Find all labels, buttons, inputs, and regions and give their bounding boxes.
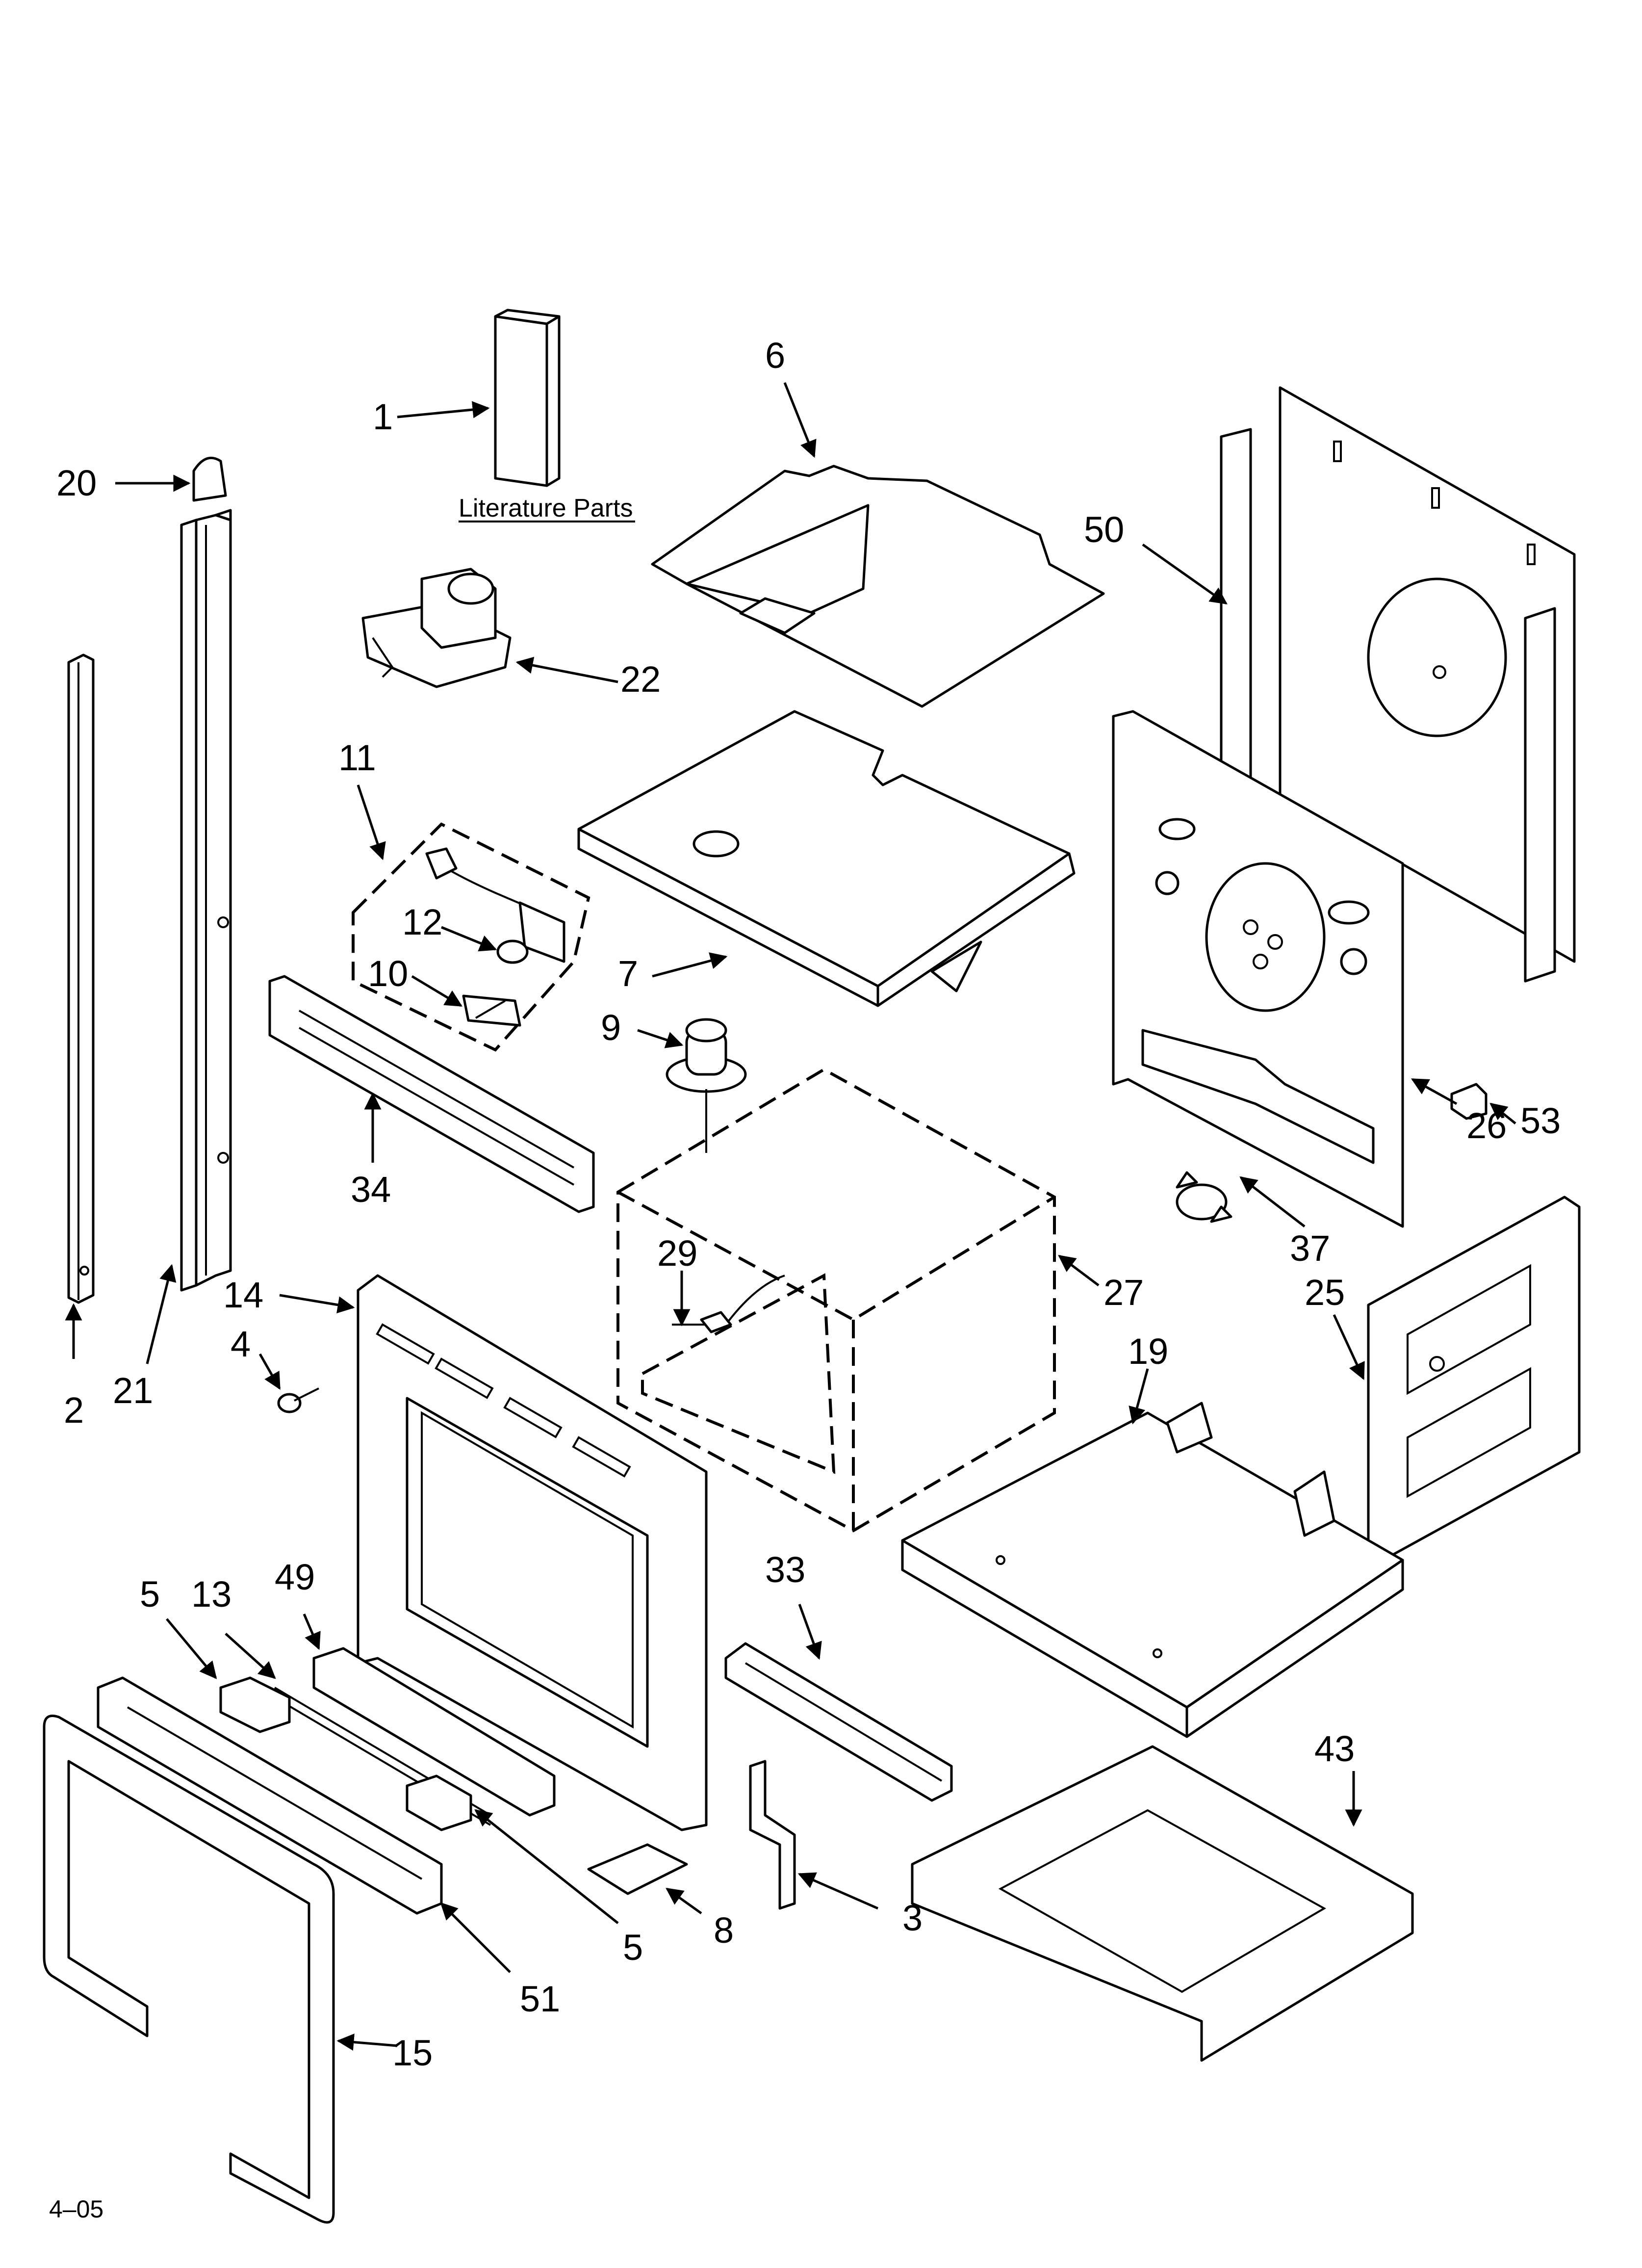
callout-11: 11 bbox=[338, 737, 376, 778]
callout-21: 21 bbox=[113, 1370, 153, 1411]
callout-34: 34 bbox=[351, 1169, 391, 1210]
part-33-bottom-rail bbox=[724, 1642, 953, 1802]
part-9-sensor bbox=[666, 1018, 747, 1153]
callout-49: 49 bbox=[275, 1557, 315, 1597]
part-5-spacer-top bbox=[219, 1676, 291, 1733]
literature-parts-label: Literature Parts bbox=[459, 494, 633, 522]
part-10-lens bbox=[462, 994, 521, 1027]
callout-5-top: 5 bbox=[140, 1574, 160, 1615]
callout-13: 13 bbox=[191, 1574, 231, 1615]
callout-20: 20 bbox=[56, 463, 97, 503]
part-53-clip bbox=[1450, 1083, 1488, 1120]
part-20-cap bbox=[192, 456, 227, 502]
callout-labels: 1 6 50 20 22 11 12 10 7 9 34 53 26 37 27… bbox=[56, 335, 1561, 2073]
part-4-screw bbox=[277, 1387, 319, 1413]
part-29-probe bbox=[700, 1311, 732, 1333]
part-6-top-cover bbox=[651, 465, 1105, 708]
part-7-top-panel bbox=[577, 710, 1076, 1007]
callout-37: 37 bbox=[1290, 1228, 1330, 1269]
part-22-latch-assembly bbox=[361, 568, 512, 688]
callout-53: 53 bbox=[1520, 1100, 1561, 1141]
part-25-side-panel bbox=[1367, 1196, 1581, 1562]
part-11-light-assembly bbox=[352, 822, 590, 1052]
callout-27: 27 bbox=[1103, 1272, 1144, 1313]
callout-8: 8 bbox=[714, 1910, 734, 1951]
callout-6: 6 bbox=[765, 335, 785, 376]
callout-51: 51 bbox=[520, 1979, 560, 2019]
callout-25: 25 bbox=[1305, 1272, 1345, 1313]
callout-50: 50 bbox=[1084, 509, 1124, 550]
part-49-door-vent-duct bbox=[312, 1647, 556, 1817]
callout-12: 12 bbox=[402, 902, 442, 942]
callout-3: 3 bbox=[902, 1898, 923, 1938]
part-26-rear-inner-panel bbox=[1112, 710, 1404, 1228]
part-1-literature-book bbox=[494, 309, 561, 487]
callout-22: 22 bbox=[620, 659, 661, 700]
callout-26: 26 bbox=[1466, 1105, 1507, 1146]
footer-code: 4–05 bbox=[49, 2195, 103, 2223]
part-15-door-gasket bbox=[43, 1715, 335, 2224]
part-5-spacer-bottom bbox=[406, 1774, 472, 1831]
part-12-bulb bbox=[496, 939, 529, 964]
callout-29: 29 bbox=[657, 1233, 697, 1274]
callout-1: 1 bbox=[373, 396, 393, 437]
part-37-bracket bbox=[1176, 1171, 1232, 1223]
callout-10: 10 bbox=[368, 953, 408, 994]
callout-43: 43 bbox=[1314, 1728, 1355, 1769]
part-27-oven-cavity bbox=[616, 1068, 1056, 1533]
leader-lines bbox=[65, 382, 1516, 2051]
callout-15: 15 bbox=[392, 2033, 433, 2073]
part-21-side-trim bbox=[180, 509, 232, 1292]
part-8-shield bbox=[587, 1843, 688, 1895]
part-43-base-tray bbox=[911, 1745, 1414, 2062]
part-14-door-frame bbox=[357, 1274, 708, 1831]
callout-5-bottom: 5 bbox=[623, 1927, 643, 1968]
part-3-hinge-bracket bbox=[749, 1760, 796, 1910]
part-2-vertical-strip bbox=[67, 653, 95, 1304]
callout-4: 4 bbox=[231, 1324, 251, 1364]
callout-33: 33 bbox=[765, 1549, 805, 1590]
callout-9: 9 bbox=[601, 1007, 621, 1048]
callout-7: 7 bbox=[618, 953, 638, 994]
part-34-vent-grille bbox=[268, 975, 595, 1213]
callout-2: 2 bbox=[64, 1390, 84, 1431]
callout-14: 14 bbox=[223, 1275, 263, 1315]
part-19-bottom-shelf bbox=[901, 1402, 1404, 1738]
callout-19: 19 bbox=[1128, 1331, 1168, 1372]
